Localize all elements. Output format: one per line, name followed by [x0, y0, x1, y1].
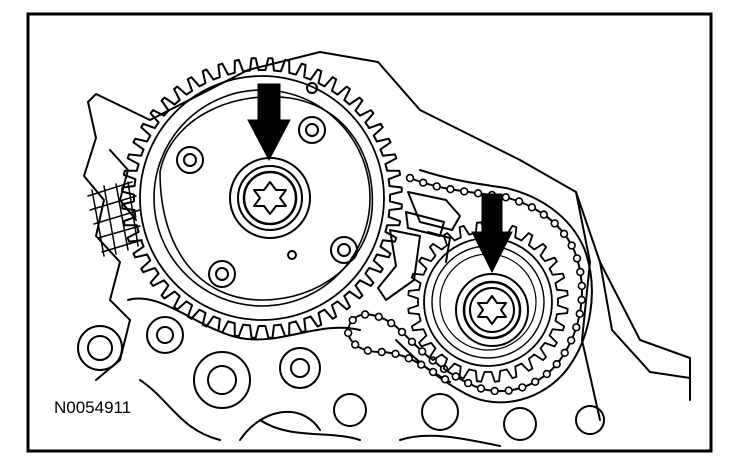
cover-right-edge: [575, 191, 601, 421]
chain-link: [550, 219, 559, 228]
chain-link: [460, 187, 469, 196]
chain-link: [518, 383, 527, 392]
left-casting: [83, 101, 131, 381]
chain-link: [567, 241, 576, 250]
intermediate-sprocket-teeth: [407, 221, 569, 383]
chain-links: [344, 173, 586, 396]
chain-link: [391, 349, 400, 358]
hub-bolts: [176, 82, 358, 288]
chain-link: [542, 369, 551, 379]
chain-link: [428, 367, 438, 377]
chain-link: [539, 210, 548, 219]
arrows: [247, 83, 513, 274]
chain-link: [566, 336, 576, 345]
torx-head-intermediate: [477, 295, 507, 325]
chain-link: [576, 267, 585, 277]
figure-frame: [26, 12, 713, 453]
chain-link: [577, 295, 586, 305]
chain-link: [418, 347, 427, 356]
chain-link: [559, 229, 569, 239]
chain-link: [575, 309, 584, 318]
intermediate-sprocket: [407, 221, 569, 383]
chain-link: [572, 254, 582, 263]
chain-link: [363, 346, 372, 355]
chain-link: [360, 310, 370, 319]
chain-link: [377, 347, 386, 357]
torx-head: [253, 181, 287, 215]
chain-tensioner: [377, 191, 461, 301]
chain-link: [490, 386, 499, 396]
chain-link: [432, 182, 441, 191]
engine-cover-outline: [87, 51, 691, 401]
chain-link: [407, 337, 417, 346]
chain-link: [527, 203, 537, 212]
chain-link: [560, 348, 569, 357]
intermediate-sprocket-center-bolt: [455, 273, 529, 347]
chain-link: [451, 372, 460, 381]
engine-drawing: [77, 51, 691, 447]
chain-link: [572, 323, 581, 332]
chain-link: [387, 318, 396, 328]
chain-link: [374, 312, 383, 321]
camshaft-sprocket-teeth: [121, 57, 403, 339]
chain-link: [473, 189, 483, 198]
chain-link: [514, 197, 524, 206]
figure-reference-code: N0054911: [52, 398, 134, 418]
lower-castings: [77, 297, 605, 447]
chain-link: [404, 354, 413, 363]
chain-link: [476, 384, 486, 393]
chain-link: [552, 360, 561, 369]
chain-link: [405, 173, 415, 183]
chain-link: [504, 386, 513, 395]
chain-link: [577, 281, 586, 291]
arrow-intermediate-bolt: [471, 193, 513, 274]
chain-link: [463, 378, 473, 388]
chain-link: [440, 375, 450, 384]
chain-link: [501, 193, 510, 202]
chain-link: [397, 327, 407, 337]
camshaft-hub-plate: [159, 96, 374, 301]
camshaft-sprocket-rim: [139, 75, 385, 321]
chain-link: [419, 178, 428, 187]
chain-link: [351, 340, 360, 349]
chain-link: [344, 328, 353, 338]
arrow-camshaft-bolt: [247, 83, 291, 162]
chain-link: [530, 377, 540, 386]
timing-chain: [344, 169, 593, 404]
chain-link: [348, 315, 357, 325]
engine-cover-inner-outline: [599, 261, 691, 379]
chain-link: [446, 185, 455, 194]
crosshatch-region: [87, 181, 143, 257]
chain-link: [417, 360, 426, 369]
